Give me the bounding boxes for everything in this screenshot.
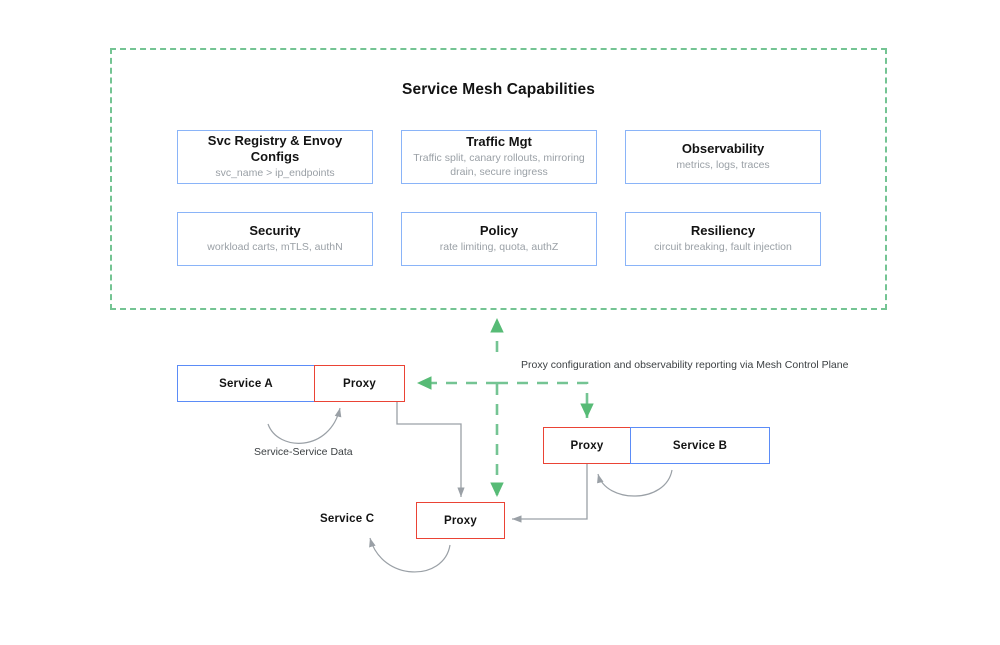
node-service-b[interactable]: Service B bbox=[630, 427, 770, 464]
capability-card-policy[interactable]: Policy rate limiting, quota, authZ bbox=[401, 212, 597, 266]
data-curve-service-a-to-proxy-a bbox=[267, 407, 342, 444]
capability-title: Policy bbox=[479, 223, 519, 239]
node-proxy-c[interactable]: Proxy bbox=[416, 502, 505, 539]
diagram-title: Service Mesh Capabilities bbox=[402, 81, 595, 98]
capability-title: Svc Registry & Envoy Configs bbox=[207, 132, 343, 165]
capability-subtitle: svc_name > ip_endpoints bbox=[215, 167, 335, 180]
data-path-proxy-a-to-proxy-c bbox=[396, 402, 465, 497]
capability-card-resiliency[interactable]: Resiliency circuit breaking, fault injec… bbox=[625, 212, 821, 266]
annotation-control-plane: Proxy configuration and observability re… bbox=[521, 359, 849, 371]
label-service-c: Service C bbox=[320, 513, 375, 525]
control-plane-arrow-to-proxy-b bbox=[497, 381, 594, 419]
capability-card-svc-registry[interactable]: Svc Registry & Envoy Configs svc_name > … bbox=[177, 130, 373, 184]
node-proxy-b[interactable]: Proxy bbox=[543, 427, 631, 464]
data-path-proxy-b-to-proxy-c bbox=[512, 464, 588, 523]
capability-card-traffic-mgt[interactable]: Traffic Mgt Traffic split, canary rollou… bbox=[401, 130, 597, 184]
capability-subtitle: circuit breaking, fault injection bbox=[654, 241, 792, 254]
capability-title: Traffic Mgt bbox=[466, 134, 532, 150]
capability-title: Observability bbox=[681, 141, 765, 157]
capability-title: Security bbox=[249, 223, 301, 239]
capability-card-observability[interactable]: Observability metrics, logs, traces bbox=[625, 130, 821, 184]
data-curve-service-b-to-proxy-b bbox=[597, 469, 673, 497]
node-proxy-a[interactable]: Proxy bbox=[314, 365, 405, 402]
capability-subtitle: rate limiting, quota, authZ bbox=[439, 241, 559, 254]
annotation-service-service-data: Service-Service Data bbox=[254, 446, 353, 458]
capability-subtitle: metrics, logs, traces bbox=[676, 159, 770, 172]
capability-card-security[interactable]: Security workload carts, mTLS, authN bbox=[177, 212, 373, 266]
service-mesh-boundary bbox=[110, 48, 887, 310]
node-service-a[interactable]: Service A bbox=[177, 365, 315, 402]
capability-subtitle: Traffic split, canary rollouts, mirrorin… bbox=[413, 152, 585, 179]
capability-title: Resiliency bbox=[690, 223, 756, 239]
capability-subtitle: workload carts, mTLS, authN bbox=[207, 241, 343, 254]
data-curve-proxy-c-to-service-c bbox=[369, 537, 451, 573]
